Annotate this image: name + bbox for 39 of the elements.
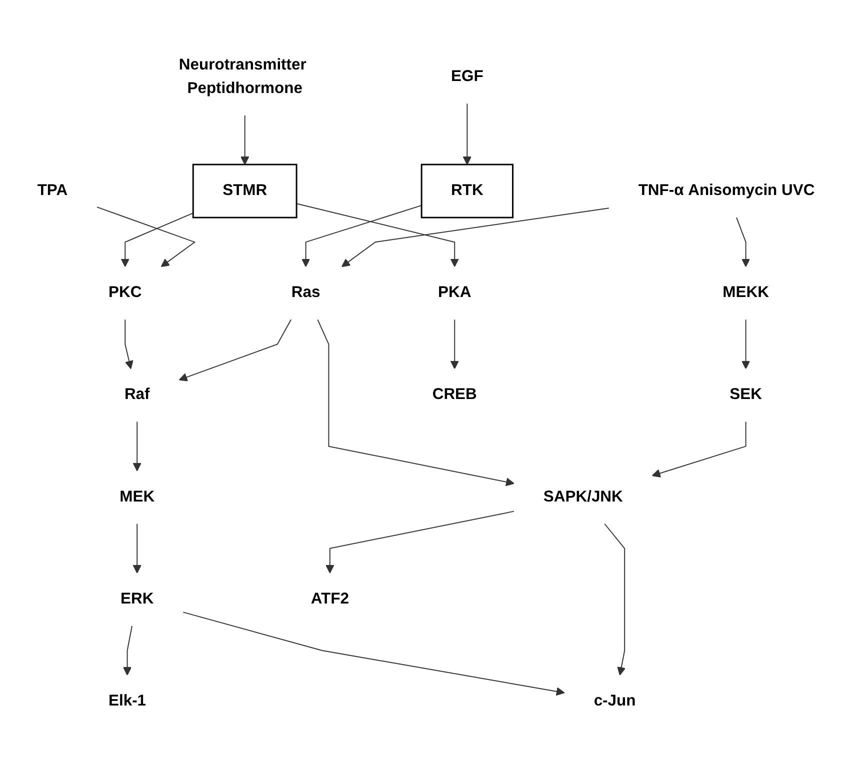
arrow: [342, 208, 610, 268]
node-text: SEK: [730, 386, 762, 404]
node-text: ATF2: [310, 590, 349, 608]
arrow: [301, 204, 422, 268]
node-text: Neurotransmitter Peptidhormone: [178, 56, 306, 97]
node-text: TNF-α Anisomycin UVC: [638, 182, 815, 199]
node-text: c-Jun: [594, 692, 636, 710]
node-text: MEK: [120, 488, 155, 506]
arrow: [132, 421, 142, 472]
node-text: MEKK: [722, 284, 769, 302]
node-text: CREB: [432, 386, 477, 404]
node-text: Raf: [124, 386, 150, 404]
arrow: [182, 612, 565, 696]
arrow: [240, 114, 250, 165]
node-box: RTK: [420, 164, 514, 218]
arrow: [132, 523, 142, 574]
arrow: [326, 510, 514, 574]
node-text: TPA: [37, 182, 68, 199]
arrow: [462, 103, 472, 165]
arrow: [296, 203, 459, 268]
arrow: [736, 217, 750, 268]
arrow: [450, 319, 459, 370]
node-text: SAPK/JNK: [543, 488, 623, 506]
node-text: ERK: [120, 590, 154, 608]
arrow: [178, 319, 292, 382]
arrow: [122, 626, 132, 676]
arrow: [741, 319, 750, 370]
node-text: PKA: [438, 284, 472, 302]
arrow: [120, 212, 194, 268]
arrow: [652, 421, 746, 478]
arrow: [96, 206, 196, 268]
arrow: [604, 523, 626, 676]
node-text: Elk-1: [108, 692, 146, 710]
node-text: Ras: [291, 284, 320, 302]
node-text: EGF: [451, 68, 484, 86]
node-text: PKC: [108, 284, 142, 302]
arrow: [124, 319, 134, 370]
arrow: [317, 319, 514, 486]
node-box: STMR: [192, 164, 298, 218]
